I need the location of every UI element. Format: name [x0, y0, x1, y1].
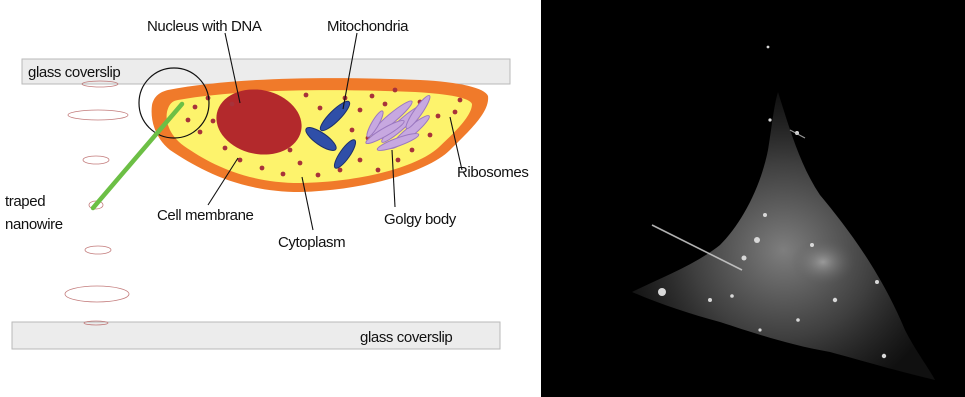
cytoplasm-label: Cytoplasm	[278, 234, 345, 251]
micrograph-nucleus	[791, 238, 855, 286]
ribosomes-label: Ribosomes	[457, 164, 528, 181]
cell	[152, 78, 489, 192]
nucleus-label: Nucleus with DNA	[147, 18, 262, 35]
glass-coverslip-top-label: glass coverslip	[28, 64, 120, 81]
nanowire-label-line1: traped	[5, 193, 45, 210]
mitochondria-label: Mitochondria	[327, 18, 409, 35]
glass-coverslip-bottom: glass coverslip	[12, 322, 500, 349]
glass-coverslip-bottom-label: glass coverslip	[360, 329, 452, 346]
cell-membrane-label: Cell membrane	[157, 207, 254, 224]
golgy-body-label: Golgy body	[384, 211, 457, 228]
nanowire-label-line2: nanowire	[5, 216, 63, 233]
fluorescence-micrograph	[541, 0, 965, 397]
